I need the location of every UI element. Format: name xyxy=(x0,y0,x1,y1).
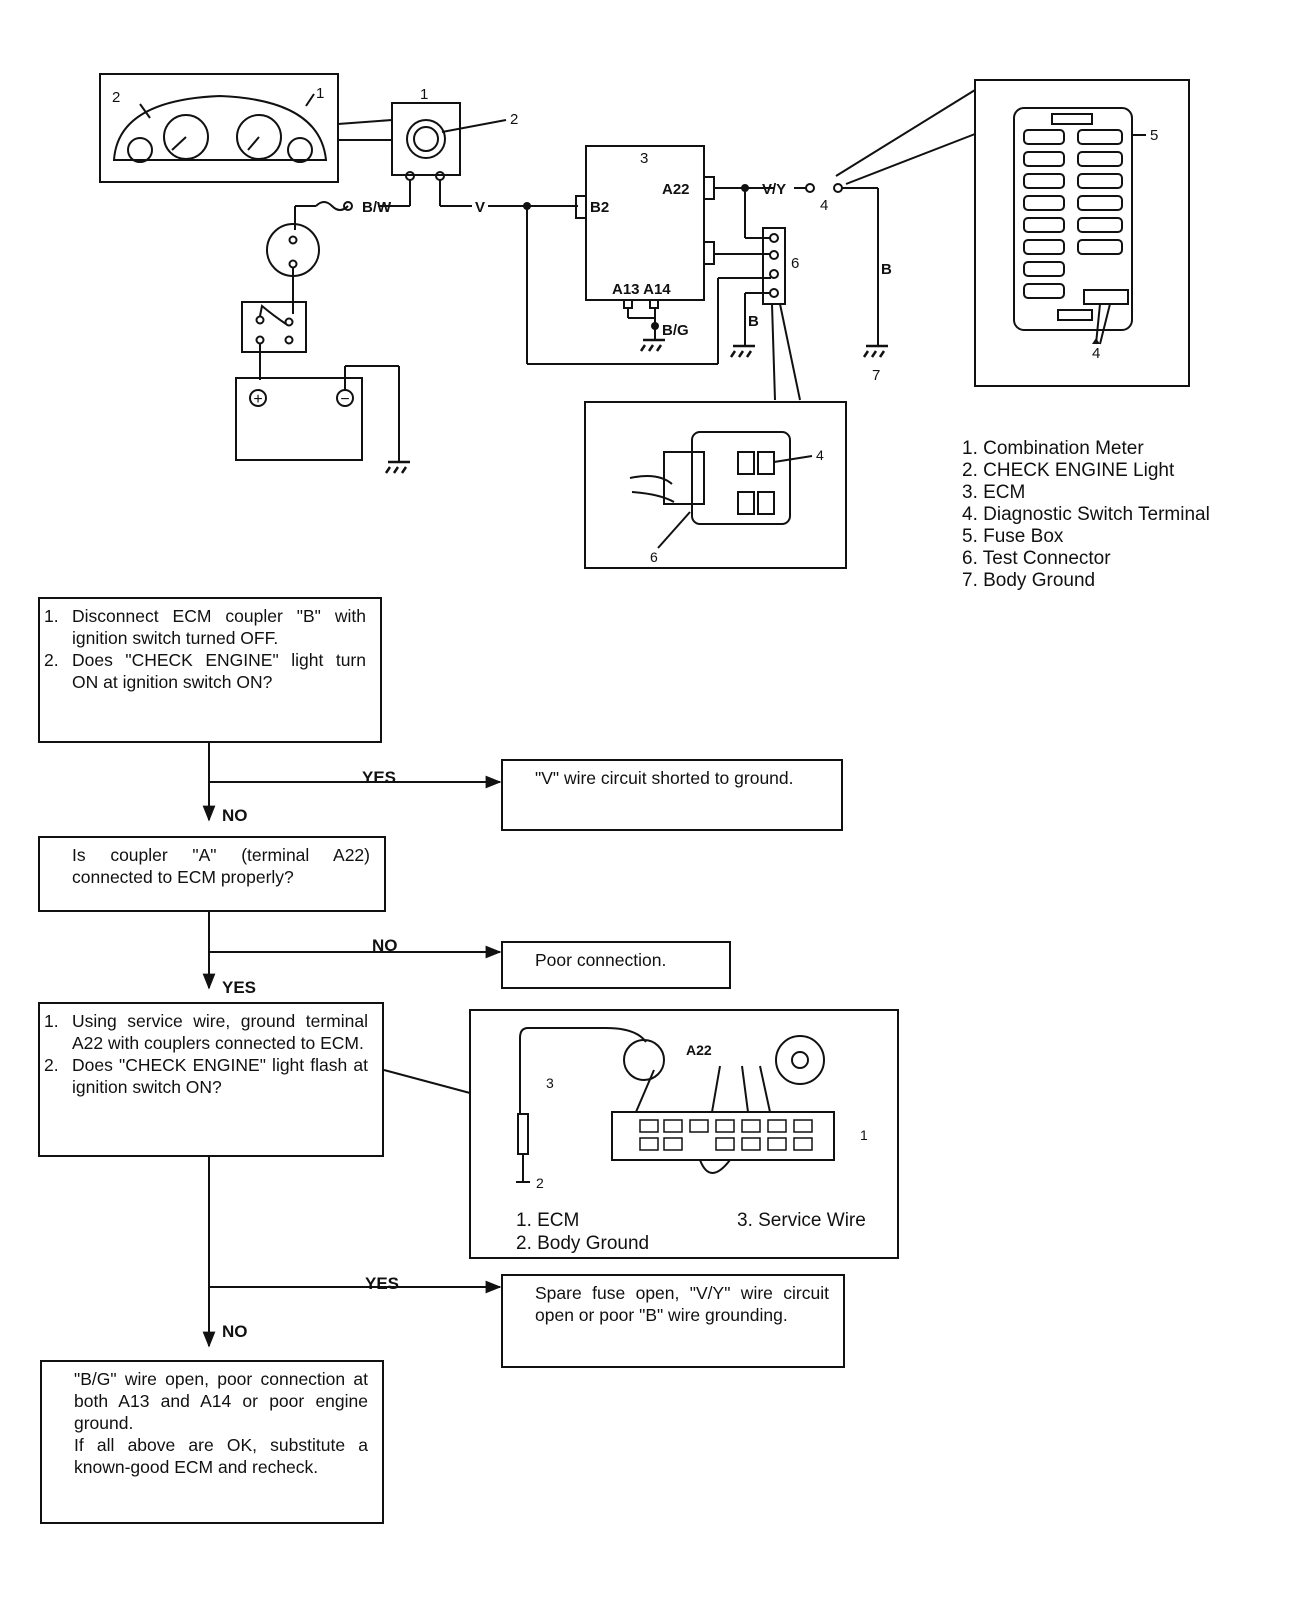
ecm-inset-caption-ground: 2. Body Ground xyxy=(516,1233,650,1254)
flow-no-1: NO xyxy=(222,806,248,825)
flow-no-3: NO xyxy=(222,1322,248,1341)
callout-5-fuse: 5 xyxy=(1150,127,1158,144)
flow-result-3-text: Spare fuse open, "V/Y" wire circuit open… xyxy=(535,1283,829,1325)
callout-4-diag: 4 xyxy=(820,197,828,214)
callout-2-light: 2 xyxy=(510,111,518,128)
flow-yes-1: YES xyxy=(362,768,397,787)
fuse-box-icon xyxy=(1013,107,1133,331)
combination-meter-inset xyxy=(99,73,339,183)
flow-yes-3: YES xyxy=(365,1274,400,1293)
flow-step-1-text-1: Disconnect ECM coupler "B" with ignition… xyxy=(72,606,366,648)
legend-item: 4. Diagnostic Switch Terminal xyxy=(962,504,1210,525)
flow-step-2-box: Is coupler "A" (terminal A22) connected … xyxy=(38,836,386,912)
ecm-inset-callout-2: 2 xyxy=(536,1175,544,1191)
wire-bw-label: B/W xyxy=(362,199,392,216)
terminal-b2-label: B2 xyxy=(590,199,609,216)
legend-item: 3. ECM xyxy=(962,482,1026,503)
flow-final-box: "B/G" wire open, poor connection at both… xyxy=(40,1360,384,1524)
flow-result-2-box: Poor connection. xyxy=(501,941,731,989)
legend-item: 7. Body Ground xyxy=(962,570,1096,591)
legend-item: 2. CHECK ENGINE Light xyxy=(962,460,1175,481)
ecm-unit-icon xyxy=(611,1111,835,1161)
flow-step-2-text: Is coupler "A" (terminal A22) connected … xyxy=(72,845,370,887)
legend-item: 6. Test Connector xyxy=(962,548,1111,569)
flow-step-1-box: 1.Disconnect ECM coupler "B" with igniti… xyxy=(38,597,382,743)
callout-4-fuse: 4 xyxy=(1092,345,1100,362)
flow-step-3-text-1: Using service wire, ground terminal A22 … xyxy=(72,1011,368,1053)
flow-no-2: NO xyxy=(372,936,398,955)
flow-final-text-2: If all above are OK, substitute a known-… xyxy=(74,1435,368,1477)
connector-callout-4: 4 xyxy=(816,447,824,463)
combination-meter-icon xyxy=(112,94,328,161)
ecm-inset-callout-3: 3 xyxy=(546,1075,554,1091)
test-connector-inset xyxy=(584,401,847,569)
flow-step-3-text-2: Does "CHECK ENGINE" light flash at ignit… xyxy=(72,1055,368,1097)
legend-item: 1. Combination Meter xyxy=(962,438,1144,459)
legend-item: 5. Fuse Box xyxy=(962,526,1064,547)
ecm-inset-callout-1: 1 xyxy=(860,1127,868,1143)
battery-minus-label: − xyxy=(340,391,349,408)
flow-step-1-text-2: Does "CHECK ENGINE" light turn ON at ign… xyxy=(72,650,366,692)
flow-result-1-text: "V" wire circuit shorted to ground. xyxy=(535,768,794,788)
flow-step-3-box: 1.Using service wire, ground terminal A2… xyxy=(38,1002,384,1157)
flow-step-3-item-2: 2.Does "CHECK ENGINE" light flash at ign… xyxy=(44,1055,368,1097)
ecm-inset-caption-ecm: 1. ECM xyxy=(516,1210,580,1231)
flow-step-3-item-1: 1.Using service wire, ground terminal A2… xyxy=(44,1011,368,1053)
component-legend: 1. Combination Meter 2. CHECK ENGINE Lig… xyxy=(962,438,1210,592)
flow-step-1-item-2: 2.Does "CHECK ENGINE" light turn ON at i… xyxy=(44,650,366,692)
wire-v-label: V xyxy=(475,199,485,216)
flow-step-1-item-1: 1.Disconnect ECM coupler "B" with igniti… xyxy=(44,606,366,648)
wire-vy-label: V/Y xyxy=(762,181,786,198)
fuse-box-inset xyxy=(974,79,1190,387)
callout-6-test: 6 xyxy=(791,255,799,272)
battery-plus-label: + xyxy=(253,391,262,408)
wire-bg-label: B/G xyxy=(662,322,689,339)
flow-yes-2: YES xyxy=(222,978,257,997)
terminal-a13-a14-label: A13 A14 xyxy=(612,281,671,298)
check-engine-light-icon xyxy=(406,119,446,159)
battery-icon xyxy=(235,377,363,461)
callout-1: 1 xyxy=(316,85,324,102)
ecm-box xyxy=(585,145,705,301)
connector-callout-6: 6 xyxy=(650,549,658,565)
callout-7-ground: 7 xyxy=(872,367,880,384)
ecm-inset-frame xyxy=(469,1009,899,1259)
ecm-inset-a22-label: A22 xyxy=(686,1042,712,1058)
wire-b-label-right: B xyxy=(881,261,892,278)
callout-3-ecm: 3 xyxy=(640,150,648,167)
flow-result-2-text: Poor connection. xyxy=(535,950,667,970)
wire-b-label: B xyxy=(748,313,759,330)
flow-result-3-box: Spare fuse open, "V/Y" wire circuit open… xyxy=(501,1274,845,1368)
terminal-a22-label: A22 xyxy=(662,181,690,198)
test-connector-icon xyxy=(762,227,786,305)
callout-1-light: 1 xyxy=(420,86,428,103)
callout-2: 2 xyxy=(112,89,120,106)
ground-symbols xyxy=(384,338,888,474)
flow-result-1-box: "V" wire circuit shorted to ground. xyxy=(501,759,843,831)
flow-final-text-1: "B/G" wire open, poor connection at both… xyxy=(74,1369,368,1433)
ecm-inset-caption-wire: 3. Service Wire xyxy=(737,1210,866,1231)
